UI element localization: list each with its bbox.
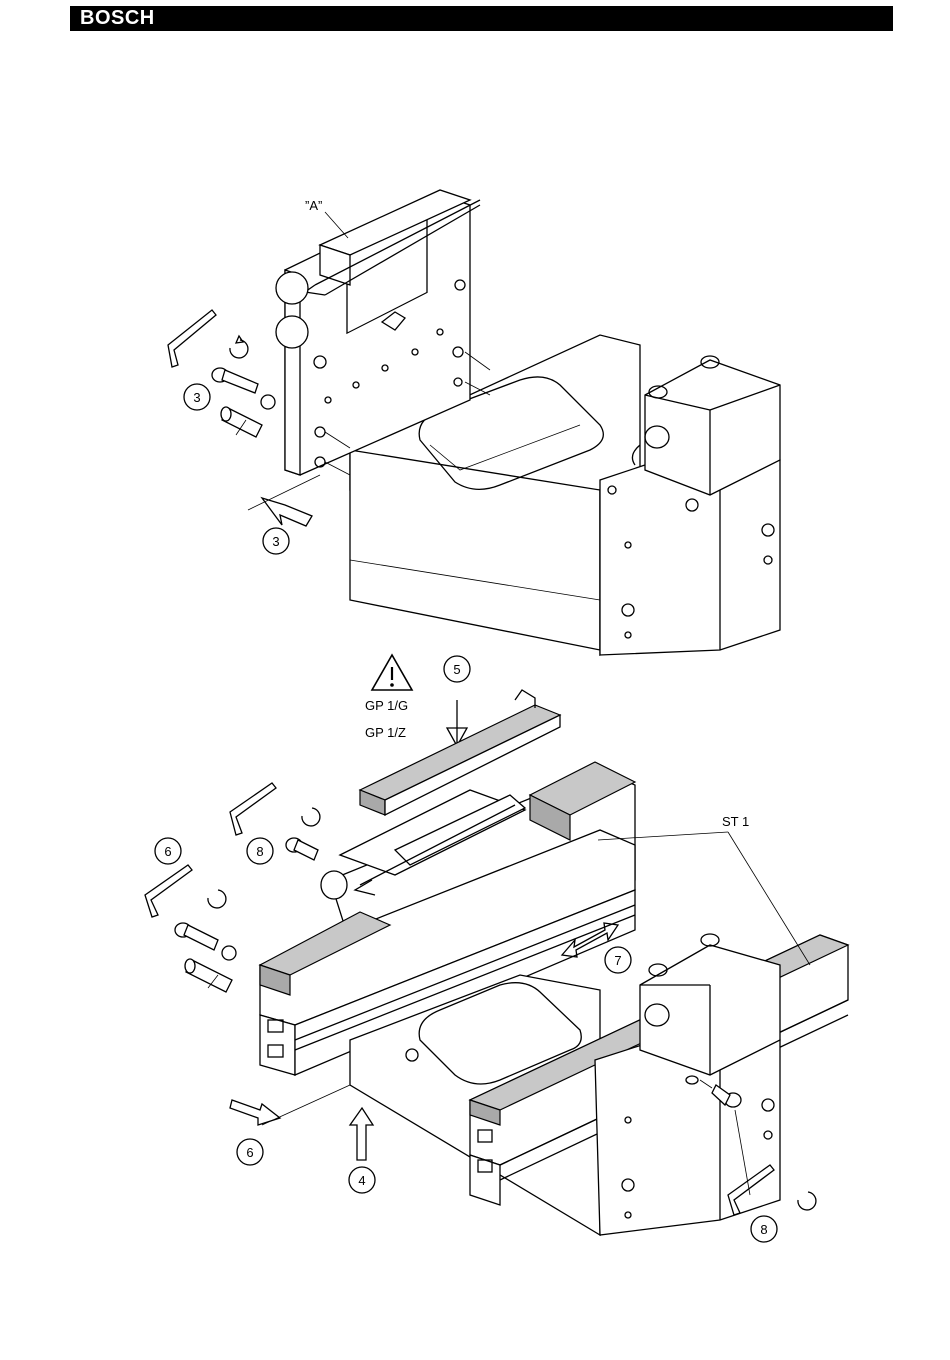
svg-text:8: 8 bbox=[760, 1222, 767, 1237]
insert-direction-arrow bbox=[262, 498, 312, 526]
svg-text:5: 5 bbox=[453, 662, 460, 677]
callout-lower-8b: 8 bbox=[751, 1216, 777, 1242]
up-arrow bbox=[350, 1108, 373, 1160]
svg-text:6: 6 bbox=[164, 844, 171, 859]
warning-text-gp1g: GP 1/G bbox=[365, 698, 408, 713]
svg-text:3: 3 bbox=[272, 534, 279, 549]
hex-key-icon-2 bbox=[230, 783, 276, 835]
detail-label-a: ”A” bbox=[305, 198, 322, 213]
upper-assembly: ”A” 3 3 bbox=[168, 190, 780, 655]
callout-lower-5: 5 bbox=[444, 656, 470, 682]
rotation-icon-4 bbox=[798, 1192, 816, 1210]
hex-key-icon bbox=[168, 310, 216, 367]
callout-lower-8a: 8 bbox=[247, 838, 273, 864]
callout-lower-6b: 6 bbox=[237, 1139, 263, 1165]
warning-icon bbox=[372, 655, 412, 690]
callout-lower-6a: 6 bbox=[155, 838, 181, 864]
callout-upper-3b: 3 bbox=[263, 528, 289, 554]
callout-lower-7: 7 bbox=[605, 947, 631, 973]
callout-upper-3a: 3 bbox=[184, 384, 210, 410]
screw-icon-3 bbox=[175, 923, 236, 960]
lower-side-block bbox=[595, 934, 780, 1235]
callout-lower-4: 4 bbox=[349, 1167, 375, 1193]
svg-text:7: 7 bbox=[614, 953, 621, 968]
svg-text:6: 6 bbox=[246, 1145, 253, 1160]
dowel-pin-icon bbox=[221, 407, 262, 437]
lower-assembly: GP 1/G GP 1/Z 5 bbox=[145, 655, 848, 1242]
rotation-icon-3 bbox=[208, 890, 226, 908]
screw-icon bbox=[212, 368, 275, 409]
svg-text:8: 8 bbox=[256, 844, 263, 859]
hex-key-icon-3 bbox=[145, 865, 192, 917]
insert-arrow-left bbox=[230, 1100, 280, 1125]
warning-text-gp1z: GP 1/Z bbox=[365, 725, 406, 740]
rotation-icon-2 bbox=[302, 808, 320, 826]
svg-text:3: 3 bbox=[193, 390, 200, 405]
svg-text:4: 4 bbox=[358, 1173, 365, 1188]
part-label-st1: ST 1 bbox=[722, 814, 749, 829]
screw-icon-2 bbox=[286, 838, 318, 860]
